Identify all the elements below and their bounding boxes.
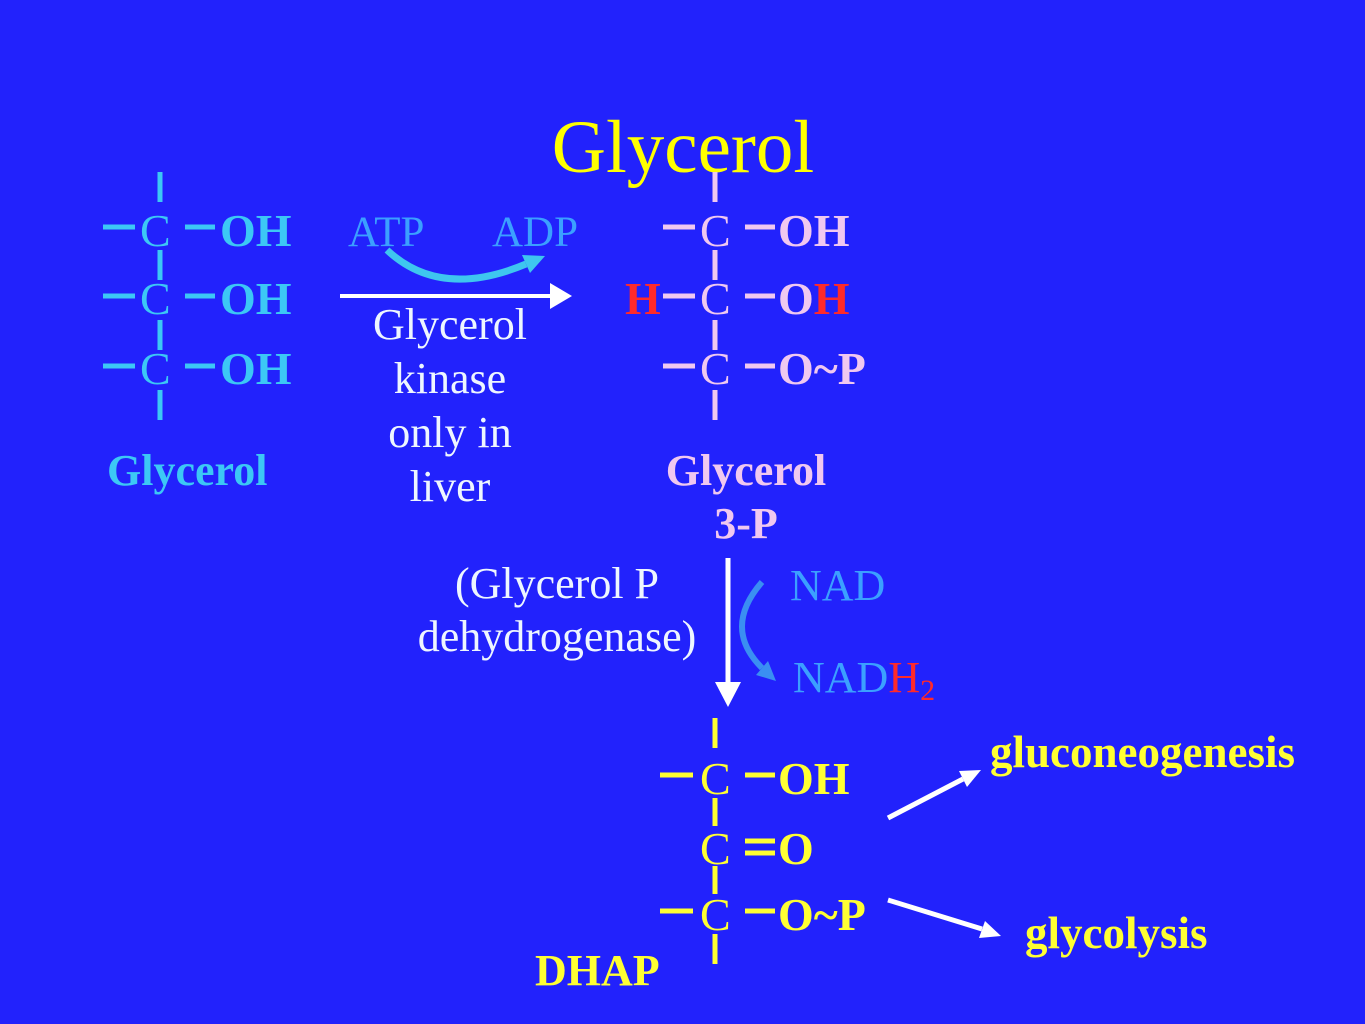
carbon-atom: C (700, 753, 731, 804)
glycerol-3p-label: Glycerol (666, 446, 826, 495)
curved-arrowhead (522, 255, 545, 273)
dhap-fates: gluconeogenesis glycolysis (886, 727, 1295, 958)
nadh2-hydrogen: H (888, 653, 920, 702)
carbon-atom: C (700, 889, 731, 940)
enzyme-text-line: only in (388, 408, 511, 457)
arrowhead (550, 283, 572, 309)
oxygen-atom: O (778, 273, 814, 324)
added-hydrogen: H (814, 273, 850, 324)
carbon-atom: C (140, 205, 171, 256)
enzyme-text-line: (Glycerol P (455, 559, 659, 608)
arrowhead (979, 921, 1001, 938)
arrow-to-glycolysis (887, 897, 983, 932)
arrowhead (959, 770, 981, 787)
nadh2-base: NAD (793, 653, 888, 702)
carbonyl-oxygen: O (778, 823, 814, 874)
hydroxyl-group: OH (778, 273, 850, 324)
hydroxyl-group: OH (220, 205, 292, 256)
enzyme-text-line: dehydrogenase) (418, 612, 697, 661)
nadh2-subscript: 2 (920, 674, 935, 707)
gluconeogenesis-label: gluconeogenesis (990, 727, 1295, 777)
glycerol-3p-label: 3-P (714, 499, 778, 548)
adp-label: ADP (492, 209, 578, 256)
nad-label: NAD (790, 561, 885, 610)
enzyme-text-line: liver (410, 462, 491, 511)
curved-arrowhead (756, 661, 776, 681)
hydroxyl-group: OH (220, 343, 292, 394)
carbon-atom: C (140, 273, 171, 324)
phosphate-group: O~P (778, 889, 866, 940)
slide-title: Glycerol (552, 106, 814, 189)
nadh2-label: NADH2 (793, 653, 935, 707)
added-hydrogen: H (625, 273, 661, 324)
atp-adp-curved-arrow (384, 247, 528, 283)
arrow-to-gluconeogenesis (886, 776, 965, 821)
enzyme-text-line: Glycerol (373, 300, 527, 349)
atp-label: ATP (348, 209, 424, 256)
nad-nadh2-curved-arrow (739, 580, 765, 671)
carbon-atom: C (700, 273, 731, 324)
glycerol-structure: C OH C OH C OH Glycerol (103, 172, 292, 495)
glycerol-3p-structure: C OH H C OH C O~P Glycerol 3-P (625, 172, 866, 548)
dhap-label: DHAP (535, 946, 660, 995)
carbon-atom: C (700, 205, 731, 256)
enzyme-text-line: kinase (394, 354, 506, 403)
carbon-atom: C (140, 343, 171, 394)
glycerol-p-dehydrogenase-step: (Glycerol P dehydrogenase) NAD NADH2 (418, 558, 935, 707)
phosphate-group: O~P (778, 343, 866, 394)
carbon-atom: C (700, 343, 731, 394)
hydroxyl-group: OH (778, 753, 850, 804)
dhap-structure: C OH C O C O~P DHAP (535, 718, 866, 995)
arrowhead (715, 682, 741, 707)
glycolysis-label: glycolysis (1025, 908, 1208, 958)
hydroxyl-group: OH (220, 273, 292, 324)
glycerol-label: Glycerol (107, 446, 267, 495)
carbon-atom: C (700, 823, 731, 874)
hydroxyl-group: OH (778, 205, 850, 256)
glycerol-kinase-step: ATP ADP Glycerol kinase only in liver (340, 209, 578, 511)
